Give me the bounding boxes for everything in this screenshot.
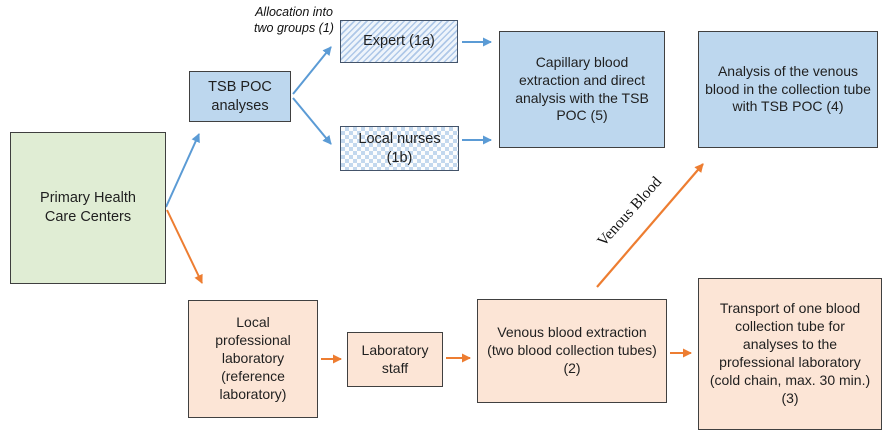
node-transport-collection-tube: Transport of one blood collection tube f… <box>698 278 882 430</box>
arrow-tsb-to-nurses <box>292 97 332 145</box>
node-local-nurses-1b: Local nurses (1b) <box>340 126 459 171</box>
node-primary-health-care-centers: Primary Health Care Centers <box>10 132 166 284</box>
node-venous-blood-extraction: Venous blood extraction (two blood colle… <box>477 299 667 403</box>
allocation-note: Allocation into two groups (1) <box>254 5 334 36</box>
node-label: Analysis of the venous blood in the coll… <box>705 62 871 115</box>
node-label: Laboratory staff <box>361 341 429 376</box>
arrow-tsb-to-expert <box>292 46 332 95</box>
node-laboratory-staff: Laboratory staff <box>347 332 443 387</box>
venous-blood-edge-label: Venous Blood <box>594 173 666 250</box>
arrow-primary-to-locallab <box>166 209 203 284</box>
node-label: Capillary blood extraction and direct an… <box>515 53 649 124</box>
node-label: Local professional laboratory (reference… <box>215 314 291 402</box>
node-tsb-poc-analyses: TSB POC analyses <box>189 71 291 122</box>
node-label: Venous blood extraction (two blood colle… <box>487 324 657 376</box>
node-label: Local nurses (1b) <box>358 130 441 166</box>
node-label: TSB POC analyses <box>208 78 272 114</box>
node-label: Transport of one blood collection tube f… <box>709 300 871 406</box>
node-label: Primary Health Care Centers <box>40 190 136 225</box>
arrow-primary-to-tsb <box>165 133 200 208</box>
node-expert-1a: Expert (1a) <box>340 20 458 63</box>
node-capillary-blood-extraction: Capillary blood extraction and direct an… <box>499 31 665 148</box>
node-label: Expert (1a) <box>363 33 435 50</box>
node-analysis-venous-blood: Analysis of the venous blood in the coll… <box>698 31 878 148</box>
node-local-professional-laboratory: Local professional laboratory (reference… <box>188 300 318 418</box>
